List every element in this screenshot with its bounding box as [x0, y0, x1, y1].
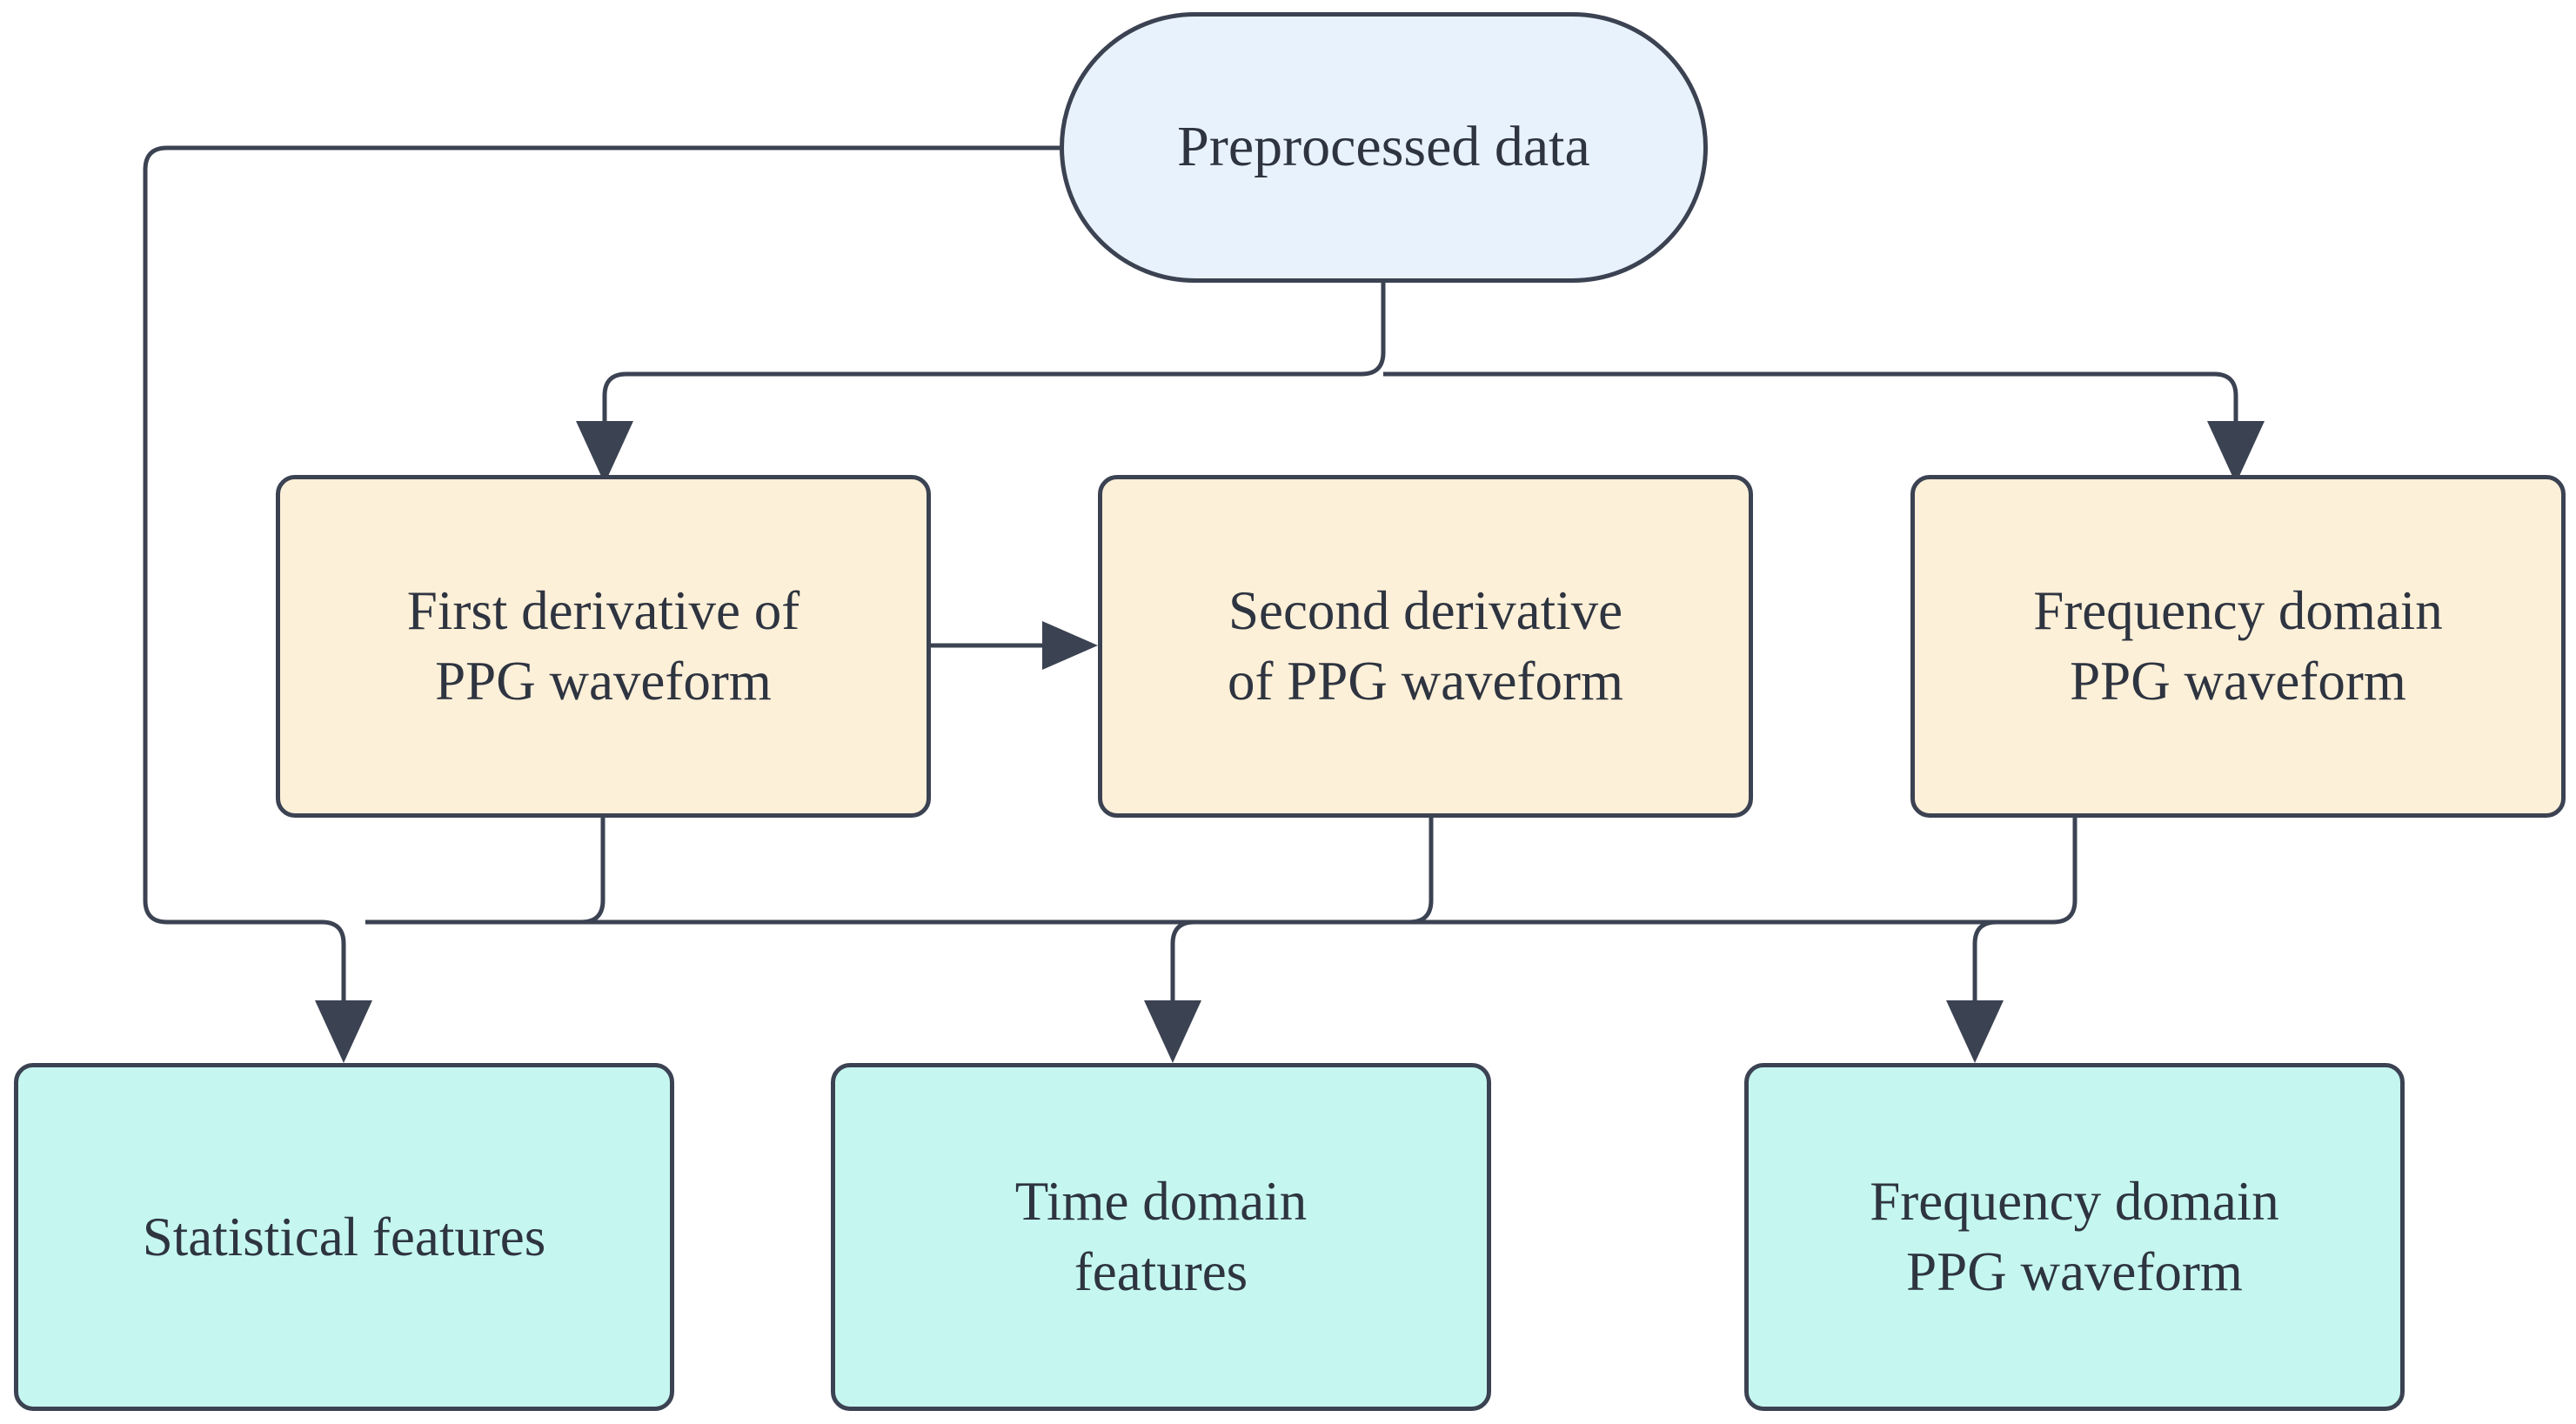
node-frequency-domain-waveform[interactable]: Frequency domain PPG waveform — [1910, 475, 2566, 818]
arrowhead-frequency-features — [1946, 1000, 2004, 1063]
node-statistical-features[interactable]: Statistical features — [14, 1063, 674, 1411]
edge-preprocessed-split-stem — [602, 283, 1386, 435]
node-frequency-domain-features[interactable]: Frequency domain PPG waveform — [1744, 1063, 2405, 1411]
edge-preprocessed-to-statistical — [143, 145, 1060, 1013]
edge-first-derivative-to-merge — [365, 818, 606, 925]
arrowhead-statistical — [315, 1000, 372, 1063]
node-label-first-derivative: First derivative of PPG waveform — [406, 580, 800, 712]
node-label-preprocessed-data: Preprocessed data — [1177, 115, 1590, 179]
edge-second-derivative-to-merge — [1170, 818, 1434, 1013]
node-preprocessed-data[interactable]: Preprocessed data — [1060, 12, 1708, 283]
edge-preprocessed-to-frequency-waveform — [1383, 371, 2238, 435]
arrowhead-frequency-waveform — [2207, 421, 2265, 484]
node-second-derivative[interactable]: Second derivative of PPG waveform — [1098, 475, 1753, 818]
node-label-frequency-domain-features: Frequency domain PPG waveform — [1870, 1171, 2279, 1302]
node-label-statistical-features: Statistical features — [142, 1206, 546, 1267]
node-label-time-domain-features: Time domain features — [1014, 1171, 1308, 1302]
arrowhead-first-derivative — [576, 421, 633, 484]
node-first-derivative[interactable]: First derivative of PPG waveform — [276, 475, 931, 818]
arrowhead-time-domain — [1144, 1000, 1201, 1063]
node-time-domain-features[interactable]: Time domain features — [831, 1063, 1491, 1411]
arrowhead-second-derivative — [1042, 621, 1098, 670]
node-label-frequency-domain-waveform: Frequency domain PPG waveform — [2033, 580, 2443, 712]
edge-frequency-waveform-to-merge — [1972, 818, 2078, 1013]
node-label-second-derivative: Second derivative of PPG waveform — [1228, 580, 1623, 712]
